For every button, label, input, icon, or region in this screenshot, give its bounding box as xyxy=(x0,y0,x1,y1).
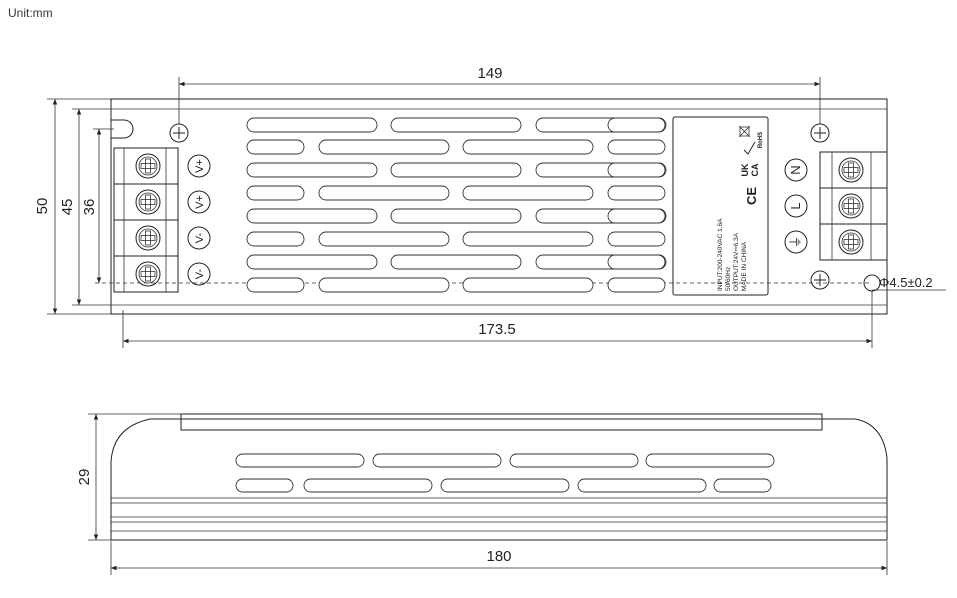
vent-slot xyxy=(390,117,522,133)
top-vent-slots xyxy=(246,117,667,293)
vent-slot xyxy=(440,478,570,493)
ce-mark: CE xyxy=(744,187,759,205)
terminal-screw-icon xyxy=(838,157,864,183)
rohs-mark: RoHS xyxy=(758,132,764,148)
vent-slot xyxy=(607,117,666,133)
vent-slot xyxy=(607,185,666,201)
output-terminal-text: V- xyxy=(194,232,206,243)
input-terminal-label: L xyxy=(784,194,808,218)
vent-slot xyxy=(246,162,378,178)
vent-slot xyxy=(607,277,666,293)
output-terminal-text: V+ xyxy=(194,195,206,209)
output-terminal-label: V+ xyxy=(187,190,211,214)
vent-slot xyxy=(318,277,450,293)
vent-slot xyxy=(462,139,594,155)
output-terminal-text: V+ xyxy=(194,159,206,173)
vent-slot xyxy=(318,231,450,247)
vent-slot xyxy=(509,453,639,468)
vent-slot xyxy=(462,231,594,247)
output-terminal-label: V- xyxy=(187,226,211,250)
weee-bin-icon xyxy=(738,125,751,138)
vent-slot xyxy=(607,139,666,155)
vent-slot xyxy=(462,185,594,201)
vent-slot xyxy=(246,185,305,201)
output-terminal-label: V+ xyxy=(187,154,211,178)
hole-callout: Φ4.5±0.2 xyxy=(879,275,933,290)
vent-slot xyxy=(713,478,772,493)
terminal-screw-icon xyxy=(838,193,864,219)
vent-slot xyxy=(607,162,666,178)
spec-line-input: INPUT:200-240VAC 1.6A xyxy=(717,218,724,291)
vent-slot xyxy=(462,277,594,293)
vent-slot xyxy=(577,478,707,493)
vent-slot xyxy=(235,478,294,493)
output-terminal-text: V- xyxy=(194,268,206,279)
vent-slot xyxy=(246,277,305,293)
spec-line-frequency: 50/60Hz xyxy=(725,267,732,291)
vent-slot xyxy=(607,231,666,247)
vent-slot xyxy=(235,453,365,468)
vent-slot xyxy=(318,185,450,201)
vent-slot xyxy=(607,254,666,270)
vent-slot xyxy=(246,254,378,270)
left-mounting-slot xyxy=(111,119,134,139)
dim-total-width: 173.5 xyxy=(478,321,516,338)
vent-slot xyxy=(303,478,433,493)
vent-slot xyxy=(246,117,378,133)
input-terminal-label: N xyxy=(784,158,808,182)
vent-slot xyxy=(318,139,450,155)
side-view: 29 180 xyxy=(76,413,888,575)
mounting-screw-top-left xyxy=(169,123,189,143)
side-view-cover-plate xyxy=(180,413,823,431)
terminal-screw-icon xyxy=(135,261,161,287)
tick-mark-icon xyxy=(743,141,756,155)
dim-inner-height: 45 xyxy=(59,199,76,216)
vent-slot xyxy=(607,208,666,224)
dim-terminal-height: 36 xyxy=(81,199,98,216)
dim-height: 50 xyxy=(34,198,51,215)
vent-slot xyxy=(246,208,378,224)
vent-slot xyxy=(372,453,502,468)
mounting-screw-top-right xyxy=(810,123,830,143)
input-terminal-block xyxy=(819,151,888,261)
terminal-screw-icon xyxy=(135,153,161,179)
vent-slot xyxy=(390,208,522,224)
side-view-body-outline xyxy=(110,418,888,541)
input-terminal-text: ⏚ xyxy=(788,235,803,248)
spec-label: INPUT:200-240VAC 1.6A 50/60Hz OUTPUT:24V… xyxy=(672,116,769,296)
ukca-mark-ca: CA xyxy=(750,163,760,176)
side-vent-slots xyxy=(235,453,775,493)
spec-line-output: OUTPUT:24V⎓6.3A xyxy=(733,232,740,291)
input-terminal-label: ⏚ xyxy=(784,230,808,254)
terminal-screw-icon xyxy=(838,229,864,255)
vent-slot xyxy=(246,139,305,155)
mounting-screw-bottom-right xyxy=(810,270,830,290)
input-terminal-text: L xyxy=(788,202,803,209)
vent-slot xyxy=(390,162,522,178)
vent-slot xyxy=(390,254,522,270)
unit-label: Unit:mm xyxy=(8,6,53,20)
vent-slot xyxy=(246,231,305,247)
dim-side-height: 29 xyxy=(76,469,93,486)
dim-hole-spacing: 149 xyxy=(477,65,502,82)
vent-slot xyxy=(645,453,775,468)
terminal-screw-icon xyxy=(135,189,161,215)
spec-line-origin: MADE IN CHINA xyxy=(741,241,748,291)
dim-side-length: 180 xyxy=(486,548,511,565)
output-terminal-block xyxy=(113,147,179,293)
top-view: V+ V+ V- V- INPUT:200-240VAC 1.6A 50/60Hz O… xyxy=(34,65,946,348)
output-terminal-label: V- xyxy=(187,262,211,286)
input-terminal-text: N xyxy=(788,165,803,174)
terminal-screw-icon xyxy=(135,225,161,251)
ukca-mark-uk: UK xyxy=(740,163,750,176)
